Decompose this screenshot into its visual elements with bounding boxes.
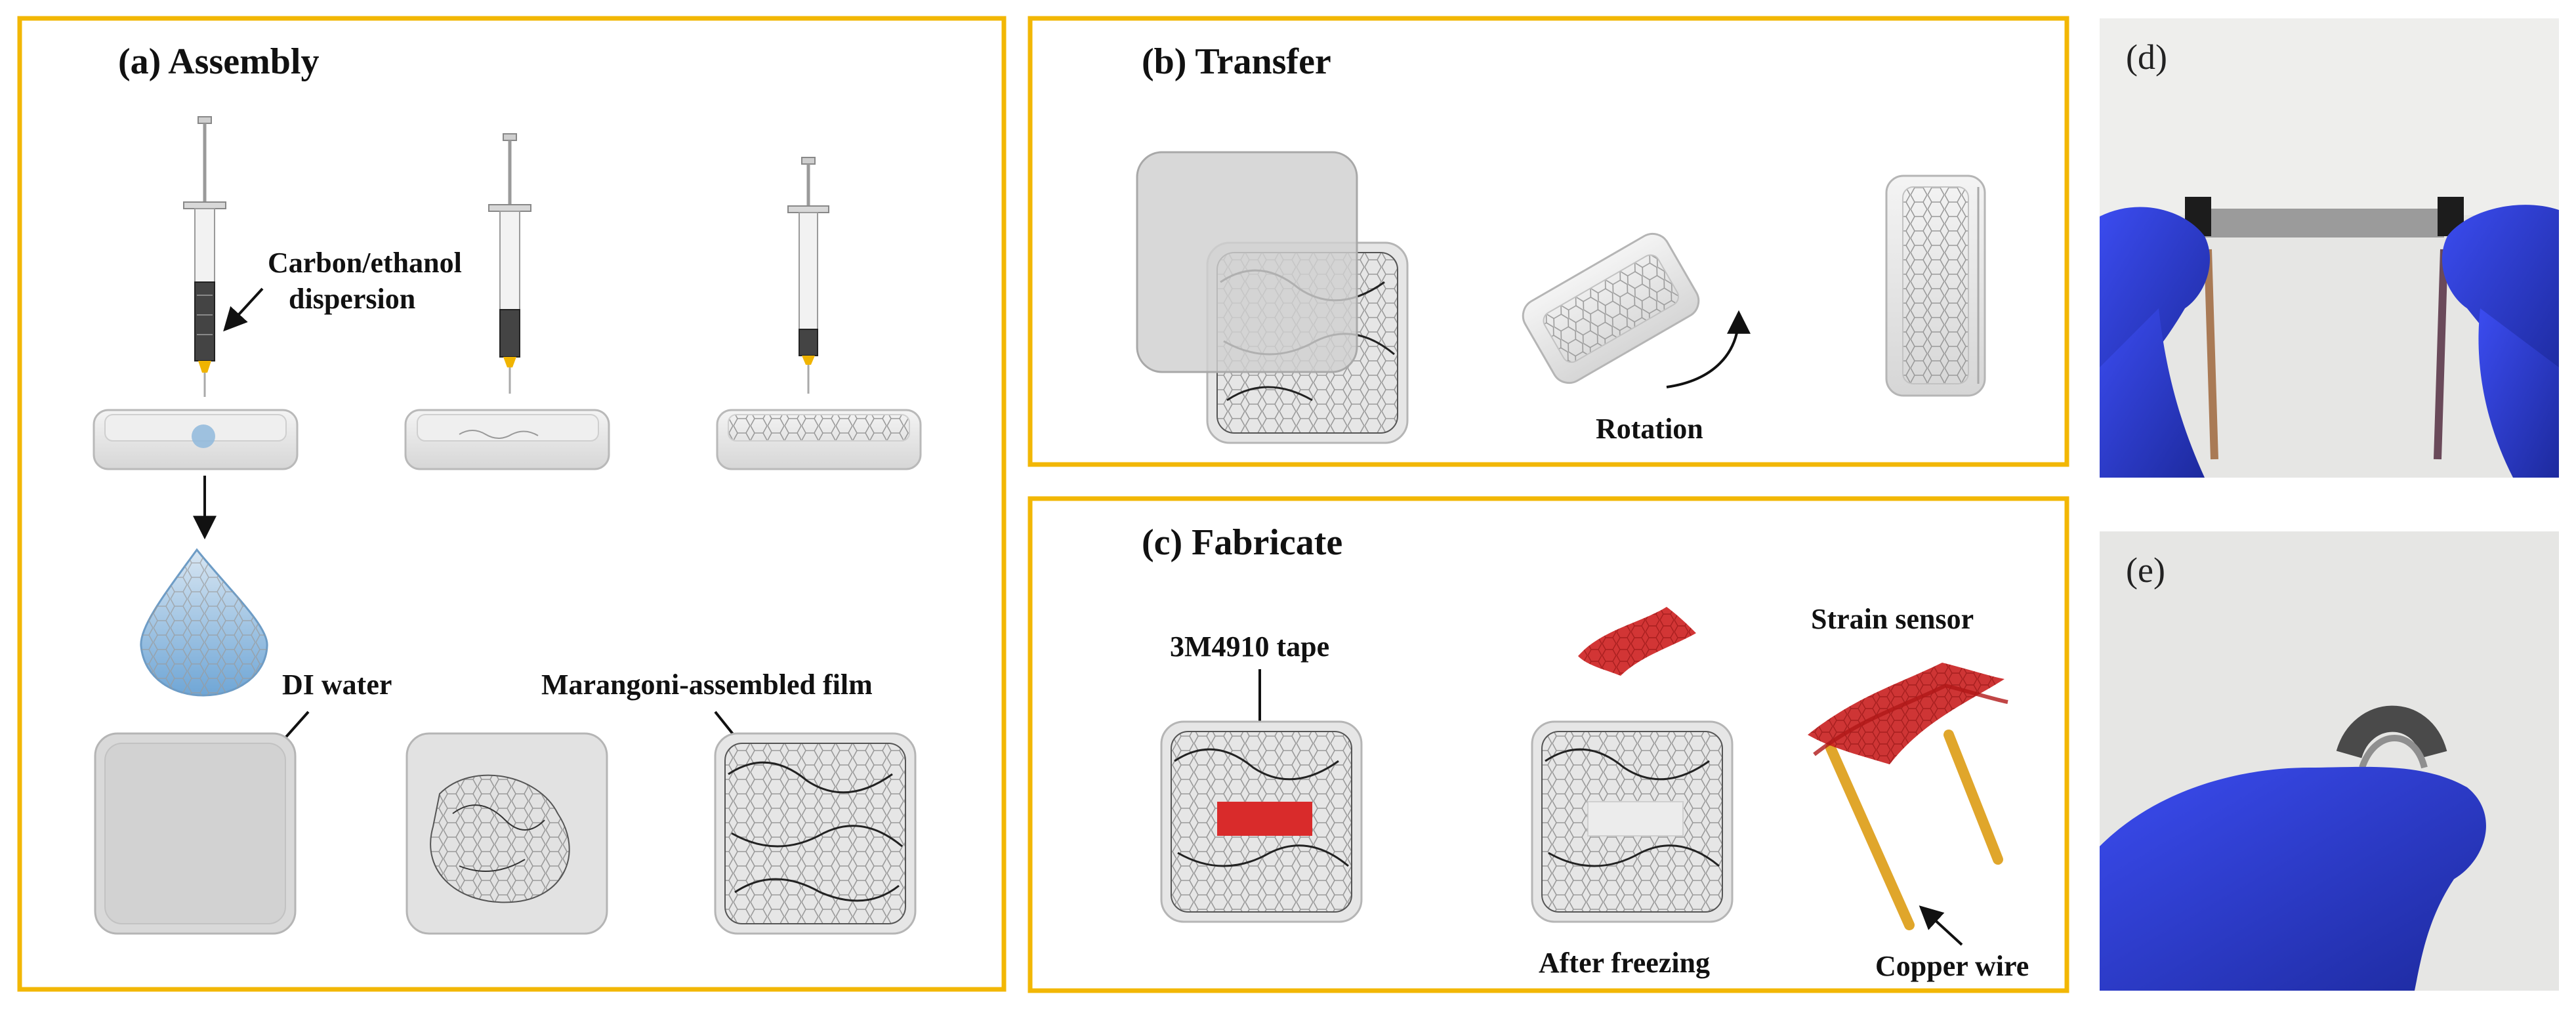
tape-label: 3M4910 tape <box>1170 630 1329 663</box>
panel-d-label: (d) <box>2126 37 2167 77</box>
bent-sensor <box>2336 705 2447 759</box>
strain-sensor <box>1808 663 2008 930</box>
dish-with-lid <box>1136 151 1409 444</box>
panel-e-photo: (e) <box>2100 531 2559 991</box>
dish-top-film <box>714 732 917 935</box>
panel-c-title: (c) Fabricate <box>1142 522 1342 563</box>
dispersion-label-line2: dispersion <box>289 283 415 315</box>
dish-after-freezing <box>1531 720 1734 923</box>
syringe-half <box>488 133 531 394</box>
dish-side-2 <box>404 409 610 470</box>
panel-b-frame <box>1028 16 2069 467</box>
dispersion-arrow <box>223 287 264 332</box>
rotation-arrow <box>1666 310 1751 388</box>
panel-b-title: (b) Transfer <box>1142 41 1331 82</box>
rotation-label: Rotation <box>1596 413 1703 445</box>
dish-vertical <box>1885 175 1986 397</box>
sensor-label: Strain sensor <box>1811 603 1974 635</box>
panel-a-title: (a) Assembly <box>118 41 319 82</box>
dish-side-1 <box>93 409 299 470</box>
panel-b: (b) Transfer Rotation <box>1028 16 2069 467</box>
panel-c-frame <box>1028 496 2069 993</box>
syringe-low <box>787 157 829 394</box>
panel-d-photo: (d) <box>2100 18 2559 478</box>
dish-top-partial <box>405 732 608 935</box>
dish-side-3 <box>716 409 922 470</box>
tape-imprint <box>1587 801 1684 836</box>
freezing-label: After freezing <box>1539 947 1710 979</box>
panel-c: (c) Fabricate 3M4910 tape After freezing… <box>1028 496 2069 993</box>
copper-arrow <box>1919 905 1963 946</box>
dish-top-water <box>94 732 297 935</box>
peeled-film <box>1578 607 1696 676</box>
droplet-zoom <box>140 548 268 697</box>
tape-strip <box>1217 802 1312 836</box>
glove-e <box>2100 766 2486 991</box>
panel-a: (a) Assembly <box>17 16 1007 992</box>
copper-label: Copper wire <box>1875 950 2029 982</box>
panel-a-frame <box>17 16 1007 992</box>
syringe-full <box>183 116 226 397</box>
panel-e-label: (e) <box>2126 550 2165 590</box>
water-label: DI water <box>282 669 392 701</box>
dish-with-tape <box>1160 720 1363 923</box>
dish-rotating <box>1522 232 1700 384</box>
film-strip <box>2195 209 2444 237</box>
film-label: Marangoni-assembled film <box>541 669 873 701</box>
dispersion-label-line1: Carbon/ethanol <box>268 247 462 279</box>
